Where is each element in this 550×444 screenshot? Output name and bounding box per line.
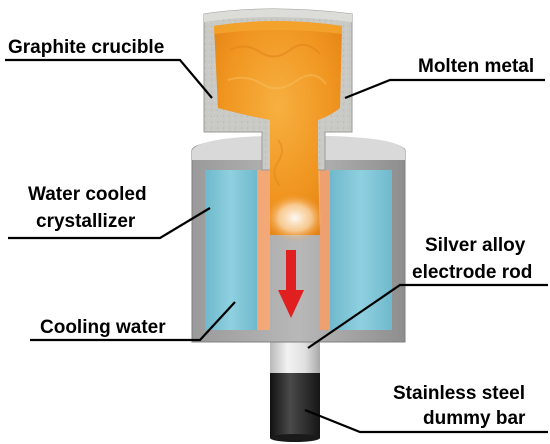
label-crystallizer-line1: Water cooled <box>28 184 147 205</box>
leader-dummy-bar <box>304 408 548 434</box>
cooling-water-left <box>205 170 257 330</box>
dummy-bar <box>270 370 320 442</box>
leader-graphite-crucible <box>5 58 213 99</box>
leader-cooling-water <box>30 301 236 342</box>
label-graphite-crucible: Graphite crucible <box>8 37 164 58</box>
cooling-water-right <box>330 170 392 330</box>
label-cooling-water: Cooling water <box>40 317 166 338</box>
leader-electrode-rod <box>307 283 548 349</box>
label-dummy-line1: Stainless steel <box>393 383 525 404</box>
label-dummy-line2: dummy bar <box>423 408 526 429</box>
label-crystallizer-line2: crystallizer <box>36 211 136 232</box>
copper-liner-left <box>257 170 270 330</box>
leader-molten-metal <box>344 78 545 100</box>
label-silver-line1: Silver alloy <box>425 235 526 256</box>
molten-metal <box>214 21 342 242</box>
label-molten-metal: Molten metal <box>418 56 534 77</box>
label-silver-line2: electrode rod <box>412 262 532 283</box>
copper-liner-right <box>320 170 330 330</box>
leader-crystallizer <box>8 207 211 240</box>
down-arrow-icon <box>278 250 304 318</box>
